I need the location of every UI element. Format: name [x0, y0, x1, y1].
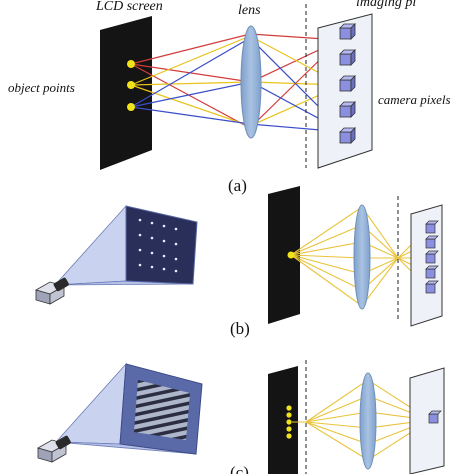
camera-pixel: [339, 75, 356, 92]
panel-a-caption: (a): [228, 176, 247, 195]
camera-pixel: [425, 220, 439, 234]
imaging-plane-label: imaging pl: [356, 0, 416, 10]
camera-pixel: [339, 101, 356, 118]
lens: [240, 25, 262, 139]
ray-bundle-a: [130, 33, 345, 133]
camera-pixel: [425, 250, 439, 264]
lens-c: [359, 372, 377, 470]
lens-b: [353, 204, 371, 310]
camera-icon: [36, 435, 71, 463]
camera-pixel: [339, 23, 356, 40]
view-frustum-upper-c: [55, 362, 127, 445]
lcd-screen: [100, 16, 152, 170]
object-point-column: [286, 405, 292, 439]
lens-label: lens: [238, 3, 261, 18]
camera-pixel: [425, 265, 439, 279]
imaging-plane-b: [410, 204, 443, 327]
camera-pixel: [425, 235, 439, 249]
panel-c: (c): [36, 360, 445, 474]
camera-pixel: [428, 410, 442, 424]
camera-pixel-array: [339, 23, 356, 144]
lcd-screen-b: [268, 186, 300, 324]
camera-icon: [34, 277, 69, 305]
panel-a: LCD screen lens imaging pl object points…: [8, 0, 451, 195]
dot-grid: [138, 218, 178, 273]
object-point-b: [287, 251, 295, 259]
object-point: [127, 103, 135, 111]
object-point: [127, 60, 135, 68]
fringe-pattern: [134, 380, 190, 440]
dot-target-screen: [125, 205, 198, 285]
panel-b: (b): [34, 186, 443, 338]
view-frustum-upper: [54, 204, 127, 286]
camera-pixel-array-b: [425, 220, 439, 294]
panel-b-caption: (b): [230, 319, 250, 338]
camera-pixel: [425, 280, 439, 294]
object-points-label: object points: [8, 80, 75, 95]
imaging-plane-c: [409, 367, 445, 474]
camera-pixel: [339, 49, 356, 66]
object-point: [127, 81, 135, 89]
camera-pixel: [339, 127, 356, 144]
camera-pixels-label: camera pixels: [378, 92, 451, 107]
lcd-screen-c: [268, 366, 298, 474]
panel-c-caption: (c): [230, 463, 249, 474]
lcd-screen-label: LCD screen: [95, 0, 163, 14]
